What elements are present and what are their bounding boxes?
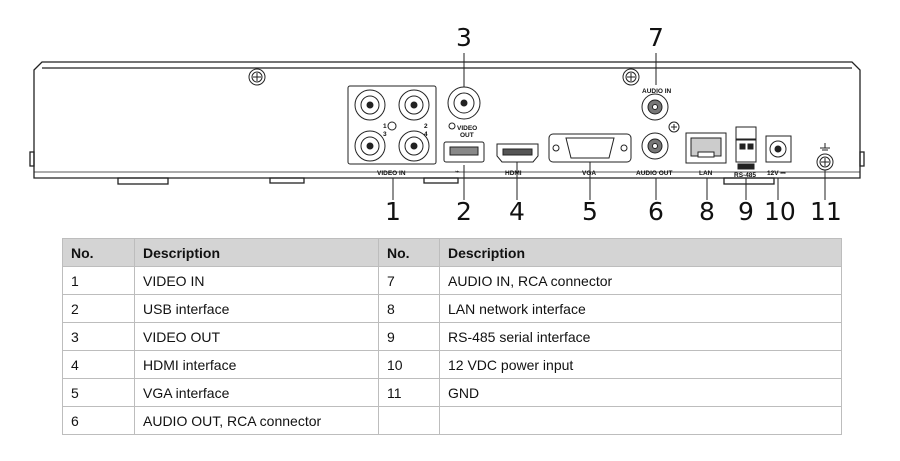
callout-leaders [392, 53, 826, 200]
audio-out-panel-label: AUDIO OUT [636, 170, 673, 177]
power-jack [765, 135, 792, 163]
vga-panel-label: VGA [582, 170, 596, 177]
port-description-table: No. Description No. Description 1 VIDEO … [62, 238, 842, 435]
callout-3: 3 [456, 23, 472, 52]
usb-icon: ⌁ [455, 167, 460, 176]
rs485-terminal-block [735, 126, 757, 170]
table-cell: LAN network interface [439, 294, 842, 323]
channel-label-4: 4 [424, 131, 428, 138]
video-out-label-line1: VIDEO [457, 125, 477, 132]
table-cell: 5 [62, 378, 135, 407]
rs485-panel-label: RS-485 [734, 172, 756, 179]
table-cell: 3 [62, 322, 135, 351]
callout-4: 4 [509, 197, 525, 226]
channel-label-3: 3 [383, 131, 387, 138]
ground-screw [816, 153, 834, 171]
callout-10: 10 [764, 197, 796, 226]
bnc-connector-4 [398, 130, 430, 162]
table-row: 6 AUDIO OUT, RCA connector [62, 406, 842, 435]
header-description-left: Description [134, 238, 379, 267]
panel-screw-small [668, 121, 680, 133]
callout-9: 9 [738, 197, 754, 226]
lan-port [685, 132, 727, 164]
bnc-connector-1 [354, 89, 386, 121]
bnc-connector-3 [354, 130, 386, 162]
table-cell: AUDIO OUT, RCA connector [134, 406, 379, 435]
table-header-row: No. Description No. Description [62, 238, 842, 267]
hdmi-panel-label: HDMI [505, 170, 522, 177]
usb-port [443, 141, 485, 163]
vga-port [548, 133, 632, 163]
callout-7: 7 [648, 23, 664, 52]
table-cell: VGA interface [134, 378, 379, 407]
table-cell [378, 406, 440, 435]
rear-panel-diagram: 1 2 3 4 VIDEO IN VIDEO OUT ⌁ HDMI VGA AU… [29, 23, 865, 226]
table-cell: 1 [62, 266, 135, 295]
table-cell: 6 [62, 406, 135, 435]
table-cell: 9 [378, 322, 440, 351]
table-cell: 10 [378, 350, 440, 379]
header-no-left: No. [62, 238, 135, 267]
table-cell: 11 [378, 378, 440, 407]
power-panel-label: 12V ⎓ [767, 170, 786, 177]
table-cell: RS-485 serial interface [439, 322, 842, 351]
audio-in-rca-connector [641, 93, 669, 121]
callout-1: 1 [385, 197, 401, 226]
channel-label-2: 2 [424, 123, 428, 130]
ground-icon [820, 143, 830, 151]
table-cell: 4 [62, 350, 135, 379]
callout-6: 6 [648, 197, 664, 226]
table-row: 3 VIDEO OUT 9 RS-485 serial interface [62, 322, 842, 351]
lan-panel-label: LAN [699, 170, 713, 177]
header-no-right: No. [378, 238, 440, 267]
video-in-bnc-block [347, 85, 437, 165]
table-cell: 2 [62, 294, 135, 323]
top-screw-left [248, 68, 266, 86]
audio-out-rca-connector [641, 132, 669, 160]
channel-label-1: 1 [383, 123, 387, 130]
table-row: 5 VGA interface 11 GND [62, 378, 842, 407]
audio-in-panel-label: AUDIO IN [642, 88, 672, 95]
video-out-label-line2: OUT [460, 132, 474, 139]
table-cell: USB interface [134, 294, 379, 323]
callout-8: 8 [699, 197, 715, 226]
table-row: 1 VIDEO IN 7 AUDIO IN, RCA connector [62, 266, 842, 295]
table-row: 4 HDMI interface 10 12 VDC power input [62, 350, 842, 379]
callout-2: 2 [456, 197, 472, 226]
table-cell: VIDEO IN [134, 266, 379, 295]
header-description-right: Description [439, 238, 842, 267]
callout-5: 5 [582, 197, 598, 226]
table-cell: 12 VDC power input [439, 350, 842, 379]
table-cell: 7 [378, 266, 440, 295]
table-cell: GND [439, 378, 842, 407]
table-cell [439, 406, 842, 435]
table-cell: 8 [378, 294, 440, 323]
callout-11: 11 [810, 197, 842, 226]
table-cell: HDMI interface [134, 350, 379, 379]
table-cell: AUDIO IN, RCA connector [439, 266, 842, 295]
table-row: 2 USB interface 8 LAN network interface [62, 294, 842, 323]
hdmi-port [496, 143, 539, 163]
table-cell: VIDEO OUT [134, 322, 379, 351]
top-screw-right [622, 68, 640, 86]
bnc-connector-2 [398, 89, 430, 121]
video-in-panel-label: VIDEO IN [377, 170, 406, 177]
